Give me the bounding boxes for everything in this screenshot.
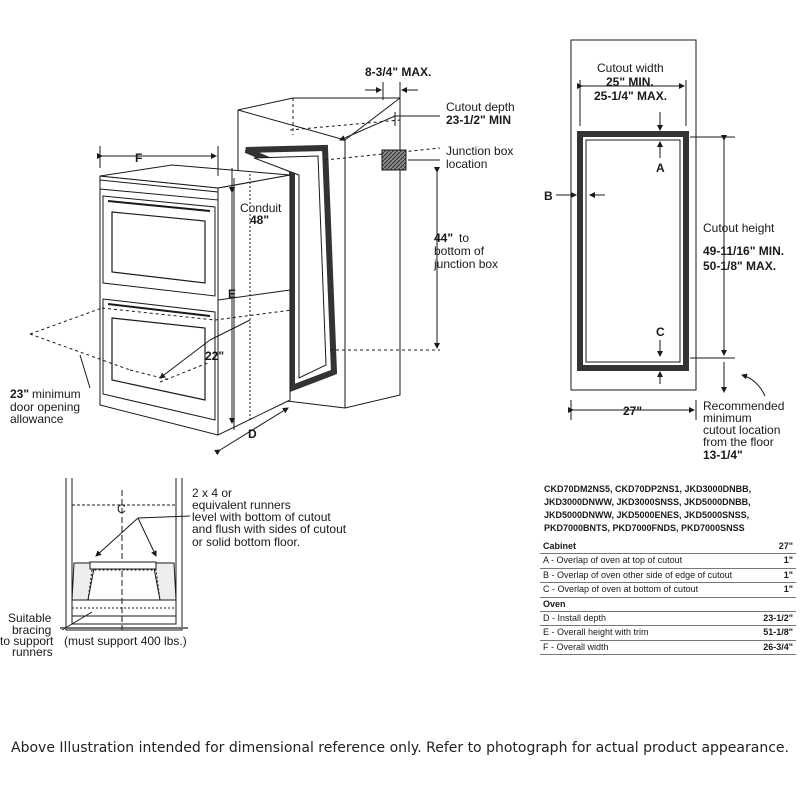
depth-22-label: 22" (205, 349, 224, 363)
runner-line2: equivalent runners (192, 498, 291, 512)
cabinet-header-row: Cabinet 27" (540, 540, 796, 555)
cutout-width-label: Cutout width (597, 61, 664, 75)
oven-header: Oven (543, 598, 566, 609)
runner-line3: level with bottom of cutout (192, 510, 331, 524)
bracing-line2: bracing (12, 623, 51, 637)
door-allowance-outline (29, 307, 293, 383)
junction-box-label-2: location (446, 157, 487, 171)
conduit-value: 48" (250, 213, 269, 227)
runner-support-view (60, 478, 191, 631)
model-line: PKD7000BNTS, PKD7000FNDS, PKD7000SNSS (544, 523, 745, 533)
max-depth-label: 8-3/4" MAX. (365, 65, 431, 79)
center-mark: C (117, 502, 126, 516)
junction-box-label-1: Junction box (446, 144, 513, 158)
height-44-to: to (459, 231, 469, 245)
main-dimension-lines (79, 82, 440, 456)
row-value: 1" (783, 555, 793, 566)
oven-header-row: Oven (540, 598, 796, 612)
cabinet-width-label: 27" (623, 404, 642, 418)
height-44-value: 44" (434, 231, 453, 245)
table-row: D - Install depth 23-1/2" (540, 612, 796, 627)
table-row: C - Overlap of oven at bottom of cutout … (540, 583, 796, 598)
row-value: 1" (783, 569, 793, 580)
door-min-line2: door opening (10, 400, 80, 414)
a-label: A (656, 161, 665, 175)
row-label: C - Overlap of oven at bottom of cutout (543, 584, 699, 595)
model-line: CKD70DM2NS5, CKD70DP2NS1, JKD3000DNBB, (544, 484, 752, 494)
recommended-line3: cutout location (703, 423, 780, 437)
recommended-line2: minimum (703, 411, 752, 425)
spec-table: Cabinet 27" A - Overlap of oven at top o… (540, 540, 796, 656)
row-value: 23-1/2" (763, 612, 793, 623)
model-line: JKD5000DNWW, JKD5000ENES, JKD5000SNSS, (544, 510, 750, 520)
row-value: 51-1/8" (763, 627, 793, 638)
cabinet-header: Cabinet (543, 541, 577, 551)
runner-line1: 2 x 4 or (192, 486, 232, 500)
f-label: F (135, 151, 142, 165)
runner-line4: and flush with sides of cutout (192, 522, 347, 536)
model-line: JKD3000DNWW, JKD3000SNSS, JKD5000DNBB, (544, 497, 751, 507)
runner-line5: or solid bottom floor. (192, 535, 300, 549)
cutout-height-min: 49-11/16" MIN. (703, 244, 784, 258)
bracing-line1: Suitable (8, 611, 52, 625)
row-value: 1" (783, 584, 793, 595)
model-list: CKD70DM2NS5, CKD70DP2NS1, JKD3000DNBB, J… (544, 483, 800, 535)
table-row: F - Overall width 26-3/4" (540, 641, 796, 656)
row-label: B - Overlap of oven other side of edge o… (543, 569, 733, 580)
c-label: C (656, 325, 665, 339)
table-row: E - Overall height with trim 51-1/8" (540, 626, 796, 641)
e-label: E (228, 287, 236, 301)
recommended-value: 13-1/4" (703, 448, 743, 462)
cabinet-value: 27" (778, 541, 793, 551)
row-label: D - Install depth (543, 612, 607, 623)
cutout-front-view (556, 39, 766, 420)
door-min-value: 23" (10, 387, 29, 401)
row-label: F - Overall width (543, 641, 609, 652)
d-label: D (248, 427, 257, 441)
recommended-line1: Recommended (703, 399, 784, 413)
conduit-label: Conduit (240, 201, 282, 215)
cutout-height-max: 50-1/8" MAX. (703, 259, 776, 273)
recommended-line4: from the floor (703, 435, 774, 449)
cutout-width-max: 25-1/4" MAX. (594, 89, 667, 103)
table-row: B - Overlap of oven other side of edge o… (540, 569, 796, 584)
support-note: (must support 400 lbs.) (64, 634, 187, 648)
footer-disclaimer: Above Illustration intended for dimensio… (11, 740, 789, 756)
b-label: B (544, 189, 553, 203)
cutout-depth-value: 23-1/2" MIN (446, 113, 511, 127)
door-min-line3: allowance (10, 412, 64, 426)
bracing-line3: to support (0, 634, 54, 648)
height-44-line2: bottom of (434, 244, 485, 258)
row-label: A - Overlap of oven at top of cutout (543, 555, 683, 566)
height-44-line3: junction box (433, 257, 498, 271)
cutout-height-label: Cutout height (703, 221, 775, 235)
bracing-line4: runners (12, 645, 53, 659)
door-min-line1: minimum (32, 387, 81, 401)
row-value: 26-3/4" (763, 641, 793, 652)
cutout-width-min: 25" MIN. (606, 75, 654, 89)
row-label: E - Overall height with trim (543, 627, 649, 638)
table-row: A - Overlap of oven at top of cutout 1" (540, 554, 796, 569)
cutout-depth-label: Cutout depth (446, 100, 515, 114)
